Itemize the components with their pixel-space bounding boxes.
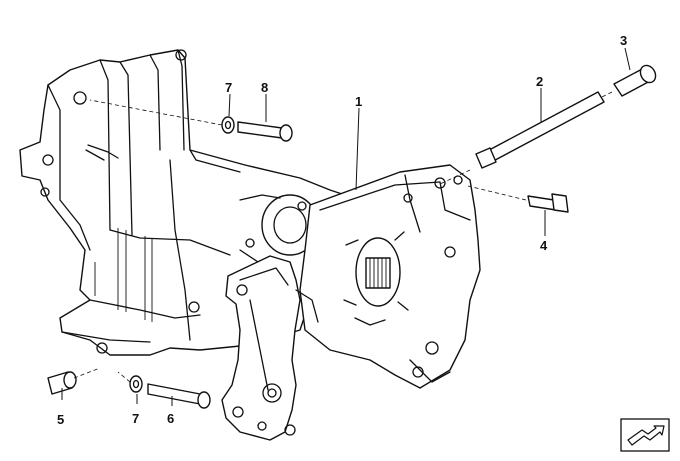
part-6-lower-bolt [117,371,211,409]
callout-5: 5 [57,412,64,427]
callout-6: 6 [167,411,174,426]
callout-7-lower: 7 [132,411,139,426]
callout-3: 3 [620,33,627,48]
right-bracket [299,164,481,389]
callout-1: 1 [355,94,362,109]
leader-lines [61,47,631,406]
direction-arrow-icon[interactable] [620,418,670,452]
part-4-hex-bolt [467,185,569,213]
callout-8: 8 [261,80,268,95]
callout-4: 4 [540,238,548,253]
support-arm [221,255,319,441]
part-5-plug [47,367,101,395]
part-7-lower-washer [129,375,143,393]
part-8-upper-bolt [89,99,293,142]
part-2-long-bolt [439,91,605,185]
part-7-upper-washer [221,116,235,134]
callout-2: 2 [536,74,543,89]
part-3-socket-screw [599,64,657,99]
callout-7-upper: 7 [225,80,232,95]
